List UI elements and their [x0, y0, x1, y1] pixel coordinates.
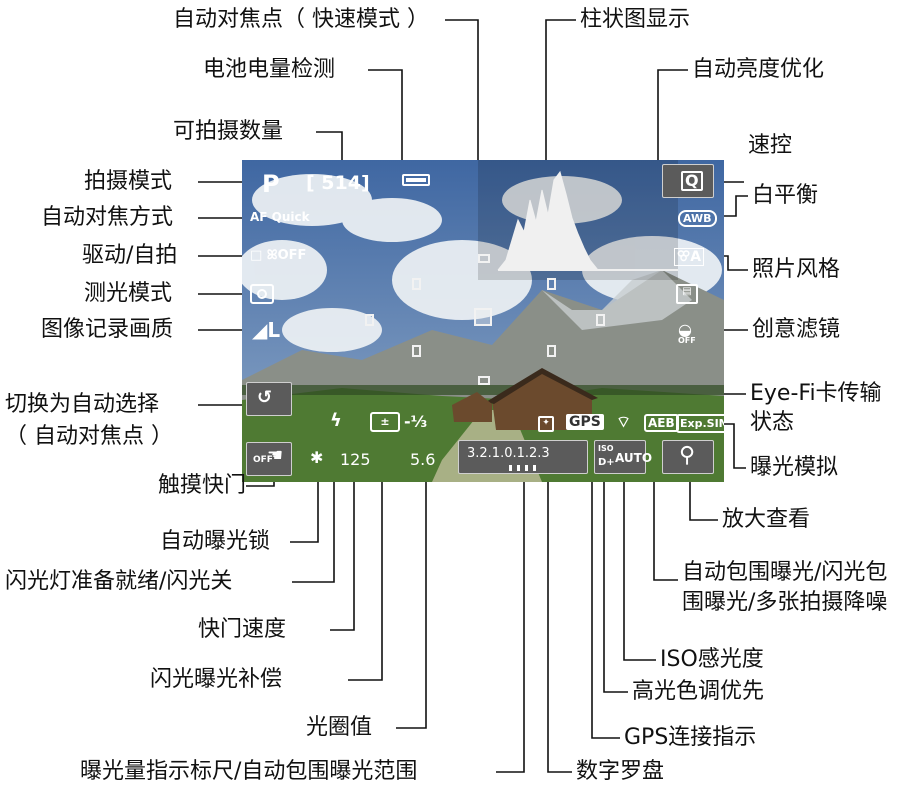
shots-remaining-value: [ 514]: [306, 172, 370, 194]
iso-button[interactable]: ISO D+ AUTO: [594, 440, 652, 474]
htp-indicator: D+: [598, 457, 615, 468]
label-gps-indicator: GPS连接指示: [624, 725, 757, 750]
line-exposure-level: [496, 470, 525, 773]
quick-control-button[interactable]: Q: [662, 164, 714, 198]
af-point[interactable]: [547, 278, 556, 290]
exposure-level-scale[interactable]: 3.2.1.0.1.2.3: [458, 440, 588, 474]
label-aperture: 光圈值: [306, 715, 373, 740]
touch-shutter-off-text: OFF: [253, 455, 273, 465]
flash-comp-value: -⅓: [404, 412, 428, 431]
picture-style-value: ꕢA: [674, 248, 705, 266]
flash-ready-icon: ϟ: [330, 410, 342, 431]
line-aperture: [396, 466, 427, 729]
label-image-quality: 图像记录画质: [41, 317, 174, 342]
eyefi-icon: ⌔: [616, 412, 632, 431]
af-auto-select-button[interactable]: ↺: [246, 382, 292, 416]
touch-shutter-button[interactable]: OFF ☚: [246, 442, 292, 476]
hand-icon: ☚: [267, 445, 284, 466]
label-ae-lock: 自动曝光锁: [160, 529, 271, 554]
line-histogram: [545, 19, 576, 166]
label-flash-exposure-comp: 闪光曝光补偿: [150, 667, 283, 692]
af-point[interactable]: [474, 308, 492, 326]
line-shutter: [330, 466, 355, 631]
af-point[interactable]: [596, 314, 605, 326]
label-af-method: 自动对焦方式: [41, 205, 174, 230]
magnify-icon: ⚲: [679, 443, 696, 468]
gps-indicator: GPS: [566, 414, 604, 430]
af-point[interactable]: [365, 314, 374, 326]
aeb-indicator: AEB: [644, 414, 679, 432]
label-exposure-level: 曝光量指示标尺/自动包围曝光范围: [80, 759, 418, 784]
line-htp: [603, 466, 628, 693]
label-auto-lighting-optimizer: 自动亮度优化: [692, 57, 825, 82]
label-creative-filter: 创意滤镜: [752, 317, 841, 342]
af-point[interactable]: [412, 345, 421, 357]
creative-filter-icon: ◒: [678, 320, 692, 339]
label-aeb-2: 围曝光/多张拍摄降噪: [682, 590, 888, 615]
label-battery-check: 电池电量检测: [203, 57, 336, 82]
auto-lighting-optimizer-icon: ▤: [676, 284, 698, 304]
af-select-icon: ↺: [257, 387, 273, 408]
label-flash-ready: 闪光灯准备就绪/闪光关: [5, 569, 233, 594]
label-af-point-quick: 自动对焦点（ 快速模式 ）: [173, 7, 429, 32]
label-histogram: 柱状图显示: [580, 7, 691, 32]
label-drive-self-timer: 驱动/自拍: [82, 243, 178, 268]
line-wb: [722, 195, 748, 217]
label-switch-auto-select-2: （ 自动对焦点 ）: [5, 424, 173, 449]
label-eyefi-status-2: 状态: [750, 410, 795, 435]
line-battery: [368, 69, 403, 166]
label-exposure-simulation: 曝光模拟: [750, 455, 839, 480]
battery-icon: [402, 174, 430, 186]
label-picture-style: 照片风格: [752, 257, 841, 282]
label-iso-speed: ISO感光度: [660, 647, 764, 672]
label-shooting-mode: 拍摄模式: [84, 169, 173, 194]
label-quick-control-dial: 数字罗盘: [576, 759, 665, 784]
label-eyefi-status: Eye-Fi卡传输: [750, 381, 882, 406]
quality-value: ◢L: [252, 318, 281, 342]
shooting-mode-value: P: [262, 170, 280, 198]
line-expsim: [724, 423, 746, 469]
label-aeb: 自动包围曝光/闪光包: [682, 560, 888, 585]
label-magnify: 放大查看: [722, 507, 811, 532]
label-white-balance: 白平衡: [752, 183, 819, 208]
label-shots-remaining: 可拍摄数量: [173, 119, 284, 144]
drive-value: □ ꕤOFF: [250, 248, 307, 263]
af-point[interactable]: [478, 376, 490, 385]
metering-icon: [250, 284, 274, 304]
aperture-value: 5.6: [410, 450, 436, 469]
af-point[interactable]: [478, 254, 490, 263]
creative-filter-off-text: OFF: [678, 336, 696, 345]
exposure-scale-text: 3.2.1.0.1.2.3: [467, 446, 550, 461]
af-point[interactable]: [547, 345, 556, 357]
flash-comp-icon: ±: [370, 412, 400, 432]
iso-value: AUTO: [615, 451, 653, 465]
label-highlight-tone-priority: 高光色调优先: [632, 679, 765, 704]
white-balance-value: AWB: [678, 210, 717, 227]
label-shutter-speed: 快门速度: [198, 617, 287, 642]
line-iso: [623, 466, 656, 661]
label-touch-shutter: 触摸快门: [158, 473, 247, 498]
camera-screen: P [ 514] AF Quick □ ꕤOFF ◢L ↺ OFF ☚ ✱ ϟ …: [242, 160, 724, 482]
af-method-value: AF Quick: [250, 210, 310, 224]
iso-tag-top: ISO: [598, 444, 614, 453]
histogram: [478, 160, 678, 280]
quick-control-dial-icon: ✦: [538, 416, 554, 432]
label-switch-auto-select: 切换为自动选择: [5, 392, 160, 417]
label-metering-mode: 测光模式: [84, 281, 173, 306]
ae-lock-icon: ✱: [310, 448, 324, 467]
magnify-button[interactable]: ⚲: [662, 440, 714, 474]
label-quick-control: 速控: [748, 133, 793, 158]
shutter-speed-value: 125: [340, 450, 371, 469]
exposure-simulation-indicator: Exp.SIM: [676, 414, 724, 433]
quick-control-q: Q: [681, 171, 703, 191]
af-point[interactable]: [412, 278, 421, 290]
